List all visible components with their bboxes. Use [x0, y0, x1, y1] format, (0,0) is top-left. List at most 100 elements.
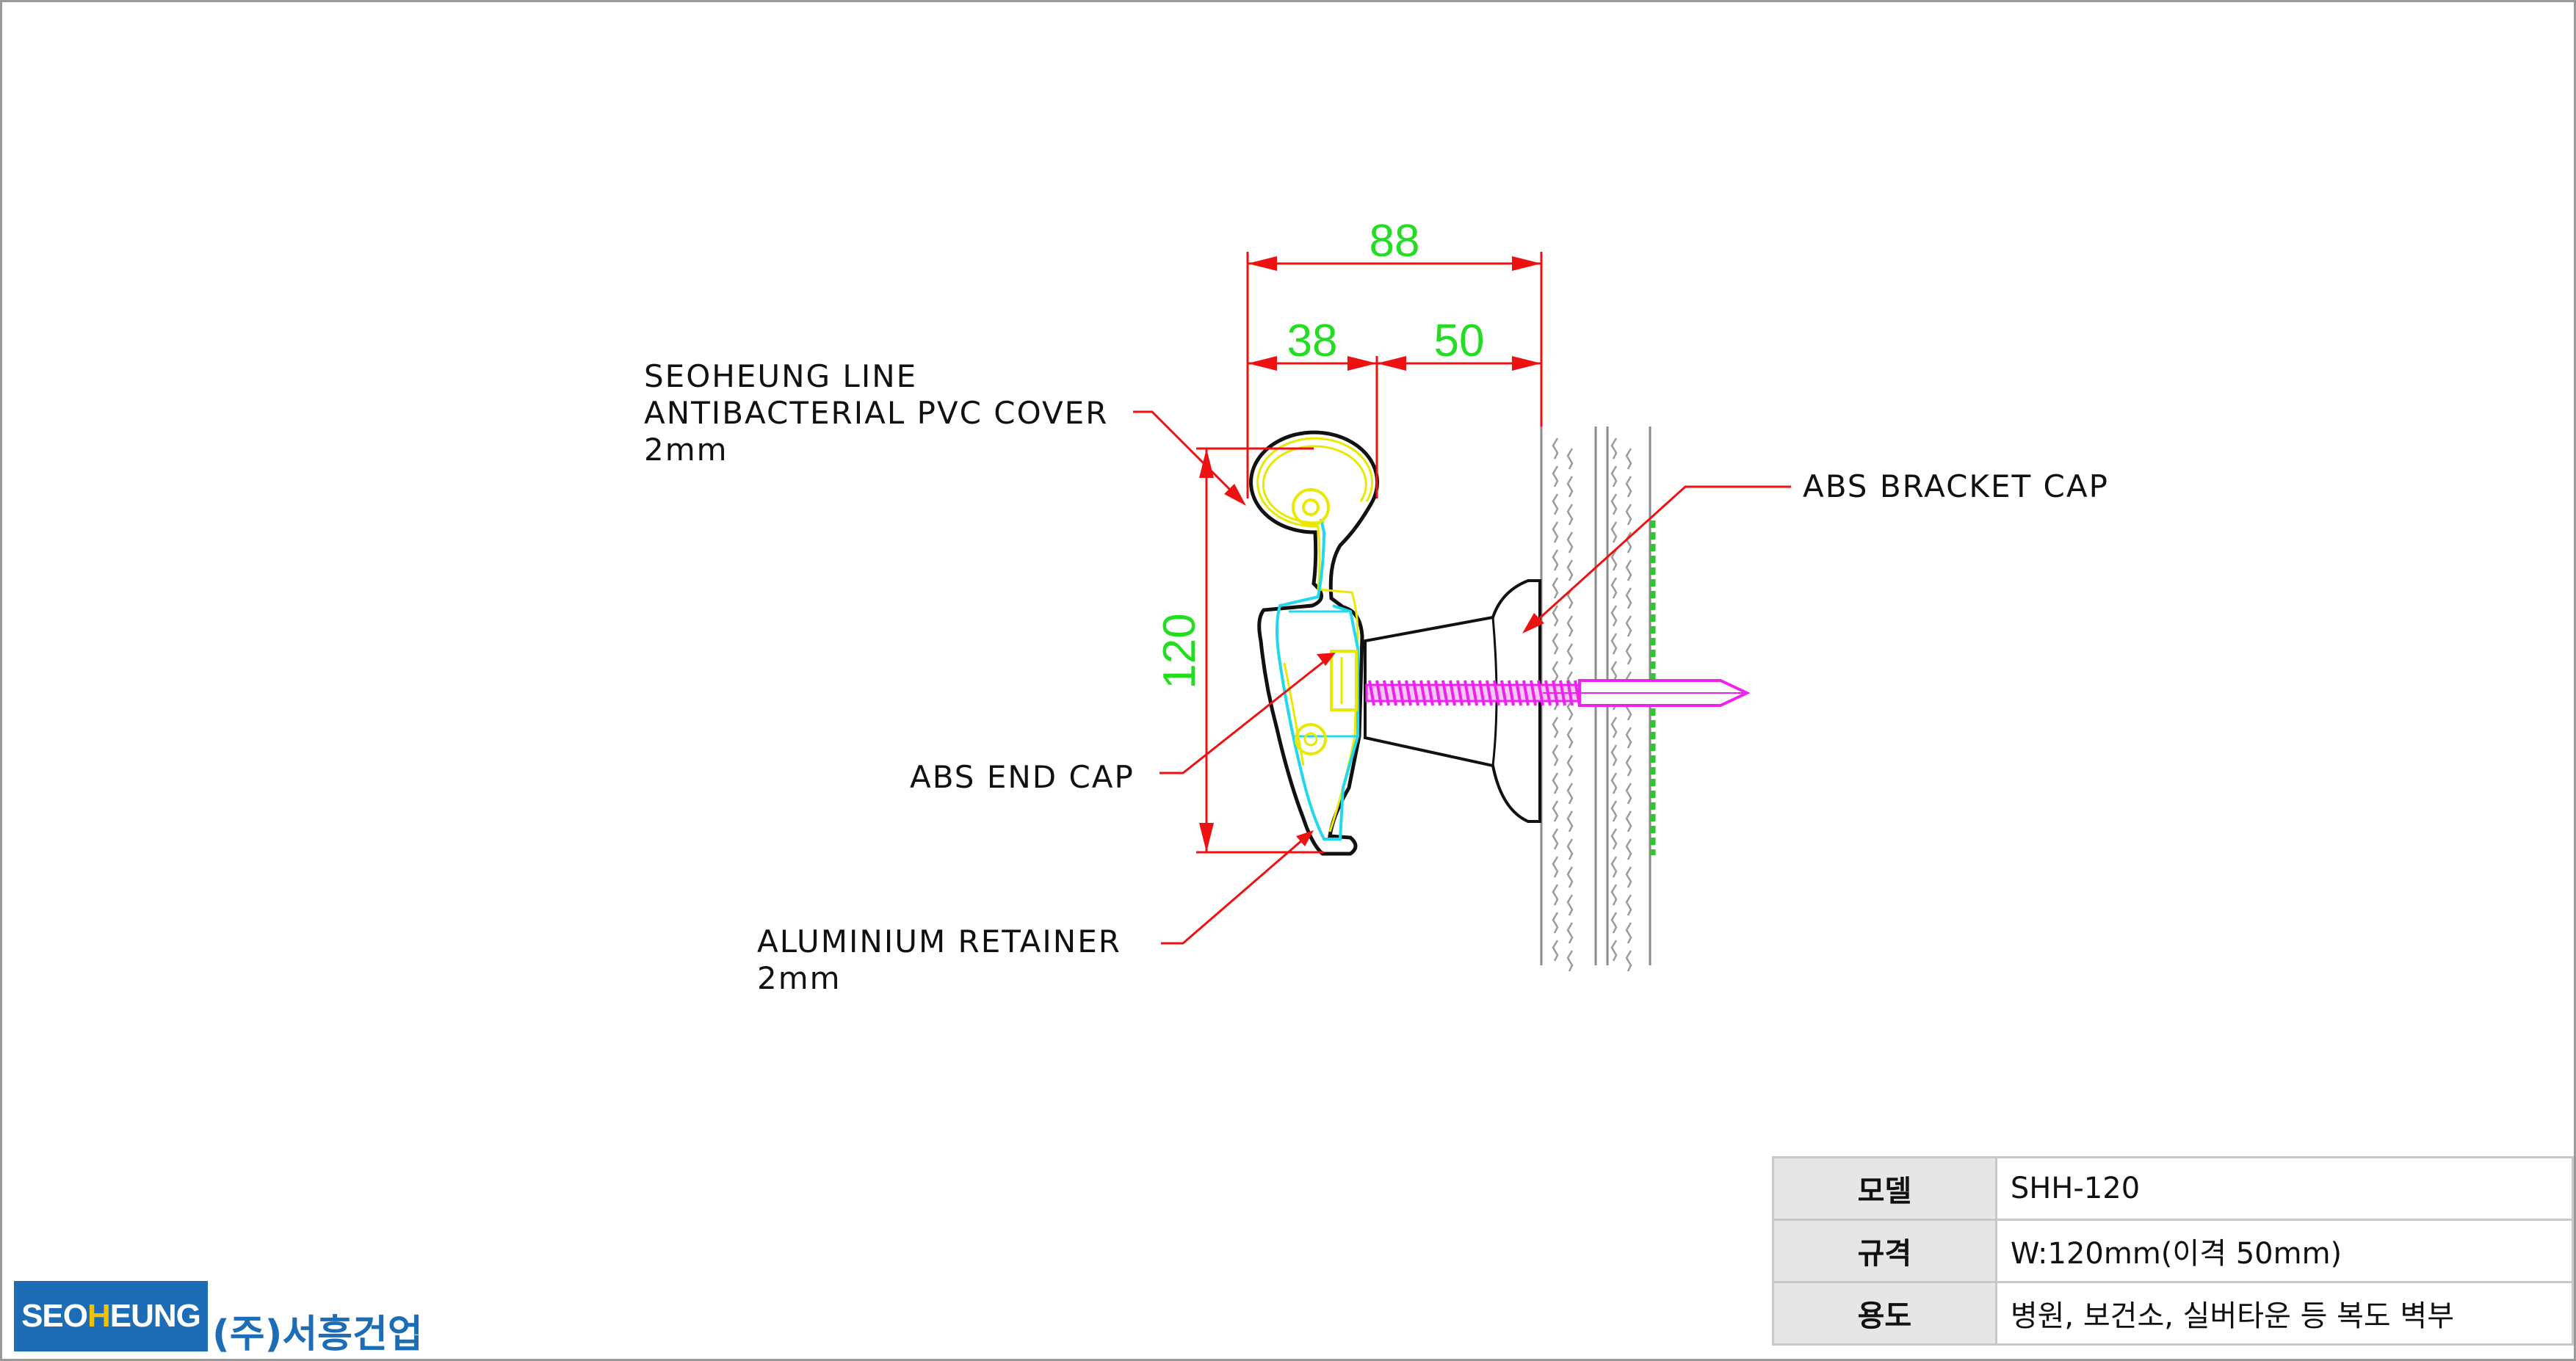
- dimension-arrows: [1199, 256, 1541, 852]
- wall-hatch-mark: [1552, 912, 1559, 934]
- wall-hatch-mark: [1610, 716, 1618, 738]
- label-bracket-cap: ABS BRACKET CAP: [1803, 468, 2109, 504]
- wall-hatch-mark: [1610, 856, 1618, 878]
- wall-hatch-mark: [1552, 800, 1559, 822]
- screw-thread-line: [1397, 680, 1405, 706]
- wall-hatch-mark: [1625, 643, 1632, 665]
- seoheung-logo: SEOHEUNG: [14, 1281, 208, 1351]
- wall-hatch-mark: [1566, 783, 1574, 805]
- wall-hatch-mark: [1566, 727, 1574, 749]
- screw-thread-line: [1508, 680, 1515, 706]
- screw-thread-line: [1500, 680, 1508, 706]
- wall-hatch-mark: [1566, 922, 1574, 944]
- wall-hatch-mark: [1625, 448, 1632, 470]
- spec-value-model: SHH-120: [1994, 1156, 2574, 1221]
- wall-hatch-mark: [1610, 884, 1618, 906]
- wall-hatch-mark: [1566, 615, 1574, 637]
- label-retainer-line2: 2mm: [757, 960, 842, 996]
- dimension-height: 120: [1154, 613, 1205, 689]
- wall-hatch-mark: [1625, 810, 1632, 832]
- wall-hatch-mark: [1566, 699, 1574, 721]
- handrail-profile: [1249, 430, 1379, 856]
- screw-thread-line: [1390, 680, 1397, 706]
- wall-hatch-mark: [1610, 912, 1618, 934]
- wall-hatch-mark: [1625, 866, 1632, 888]
- company-name: (주)서흥건업: [212, 1313, 423, 1357]
- wall-hatch-mark: [1610, 828, 1618, 850]
- wall-hatch-mark: [1625, 531, 1632, 554]
- wall-hatch-mark: [1552, 828, 1559, 850]
- wall-hatch-mark: [1552, 549, 1559, 571]
- wall-hatch-mark: [1625, 587, 1632, 609]
- wall-hatch-mark: [1566, 448, 1574, 470]
- wall-hatch-mark: [1610, 772, 1618, 794]
- wall-hatch-mark: [1566, 755, 1574, 777]
- fixing-screw: [1365, 679, 1751, 707]
- wall-hatch-mark: [1552, 465, 1559, 487]
- logo-text-accent: H: [87, 1298, 111, 1334]
- wall-hatch-mark: [1610, 438, 1618, 460]
- wall-hatch-mark: [1566, 950, 1574, 972]
- wall-hatch-mark: [1610, 744, 1618, 766]
- spec-row-model: 모델 SHH-120: [1772, 1156, 2574, 1221]
- wall-hatch-mark: [1552, 940, 1559, 962]
- screw-thread-line: [1522, 680, 1530, 706]
- wall-hatch-mark: [1552, 884, 1559, 906]
- wall-hatch-mark: [1566, 838, 1574, 860]
- screw-thread-line: [1419, 680, 1427, 706]
- wall-hatch-mark: [1610, 605, 1618, 627]
- spec-value-usage: 병원, 보건소, 실버타운 등 복도 벽부: [1994, 1281, 2574, 1346]
- spec-table: 모델 SHH-120 규격 W:120mm(이격 50mm) 용도 병원, 보건…: [1772, 1156, 2574, 1346]
- screw-thread-line: [1383, 680, 1390, 706]
- screw-thread-line: [1375, 680, 1383, 706]
- screw-thread-line: [1486, 680, 1493, 706]
- wall-hatch-mark: [1610, 549, 1618, 571]
- wall-hatch-mark: [1552, 633, 1559, 655]
- wall-hatch-mark: [1552, 605, 1559, 627]
- wall-hatch-mark: [1552, 856, 1559, 878]
- wall-hatch-mark: [1625, 838, 1632, 860]
- wall-hatch-mark: [1625, 894, 1632, 916]
- wall-hatch-mark: [1552, 772, 1559, 794]
- screw-thread-line: [1405, 680, 1412, 706]
- dimension-overall-depth: 88: [1370, 216, 1420, 266]
- screw-thread-line: [1471, 680, 1478, 706]
- screw-thread-line: [1427, 680, 1434, 706]
- screw-thread-line: [1493, 680, 1500, 706]
- wall-hatch-mark: [1625, 559, 1632, 581]
- wall-hatch-mark: [1625, 476, 1632, 498]
- spec-row-usage: 용도 병원, 보건소, 실버타운 등 복도 벽부: [1772, 1281, 2574, 1346]
- wall-hatch-mark: [1625, 950, 1632, 972]
- wall-hatch-mark: [1610, 800, 1618, 822]
- screw-thread-line: [1530, 680, 1537, 706]
- wall-hatch-mark: [1552, 661, 1559, 683]
- wall-hatch-mark: [1566, 559, 1574, 581]
- wall-hatch-mark: [1566, 476, 1574, 498]
- screw-thread-line: [1456, 680, 1464, 706]
- dimension-bracket-depth: 50: [1434, 316, 1485, 366]
- wall-hatch-mark: [1552, 521, 1559, 543]
- wall-hatch-mark: [1610, 940, 1618, 962]
- screw-thread-line: [1434, 680, 1441, 706]
- label-end-cap: ABS END CAP: [910, 759, 1135, 795]
- wall-hatch-mark: [1566, 531, 1574, 554]
- wall-hatch-mark: [1610, 661, 1618, 683]
- spec-key-model: 모델: [1772, 1156, 1997, 1221]
- wall-hatch-mark: [1625, 922, 1632, 944]
- label-pvc-cover-line2: ANTIBACTERIAL PVC COVER: [644, 395, 1108, 431]
- spec-value-size: W:120mm(이격 50mm): [1994, 1219, 2574, 1283]
- wall-hatch-mark: [1625, 504, 1632, 526]
- wall-hatch-mark: [1625, 615, 1632, 637]
- wall-hatch-mark: [1566, 866, 1574, 888]
- screw-thread-line: [1441, 680, 1449, 706]
- wall-hatch-mark: [1552, 493, 1559, 515]
- logo-text-pre: SEO: [21, 1298, 88, 1334]
- wall-hatch-mark: [1610, 465, 1618, 487]
- label-retainer: ALUMINIUM RETAINER 2mm: [757, 923, 1120, 996]
- wall-hatch-mark: [1552, 716, 1559, 738]
- wall-hatch-mark: [1625, 783, 1632, 805]
- screw-thread-line: [1368, 680, 1375, 706]
- wall-hatch-mark: [1566, 810, 1574, 832]
- spec-row-size: 규격 W:120mm(이격 50mm): [1772, 1219, 2574, 1283]
